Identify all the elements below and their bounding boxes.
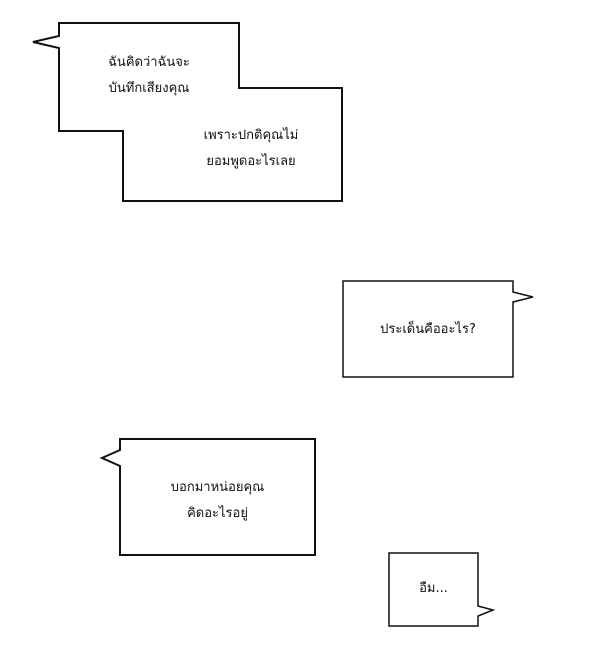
bubble-4-text: บอกมาหน่อยคุณ คิดอะไรอยู่	[120, 475, 315, 527]
speech-bubble-3	[99, 438, 316, 556]
text-line: บอกมาหน่อยคุณ	[170, 480, 265, 495]
bubble-5-text: อืม...	[389, 576, 478, 602]
bubble-3-text: ประเด็นคืออะไร?	[343, 317, 513, 343]
bubble-2-text: เพราะปกติคุณไม่ ยอมพูดอะไรเลย	[160, 123, 342, 175]
text-line: บันทึกเสียงคุณ	[108, 81, 190, 96]
text-line: เพราะปกติคุณไม่	[203, 128, 299, 143]
text-line: ยอมพูดอะไรเลย	[206, 154, 296, 169]
speech-bubble-2	[342, 280, 534, 378]
text-line: อืม...	[419, 581, 448, 596]
speech-bubble-1	[32, 22, 343, 202]
text-line: ฉันคิดว่าฉันจะ	[108, 55, 190, 70]
text-line: ประเด็นคืออะไร?	[380, 322, 476, 337]
text-line: คิดอะไรอยู่	[187, 506, 248, 521]
speech-bubble-4	[388, 552, 496, 627]
bubble-1-text: ฉันคิดว่าฉันจะ บันทึกเสียงคุณ	[60, 50, 238, 102]
